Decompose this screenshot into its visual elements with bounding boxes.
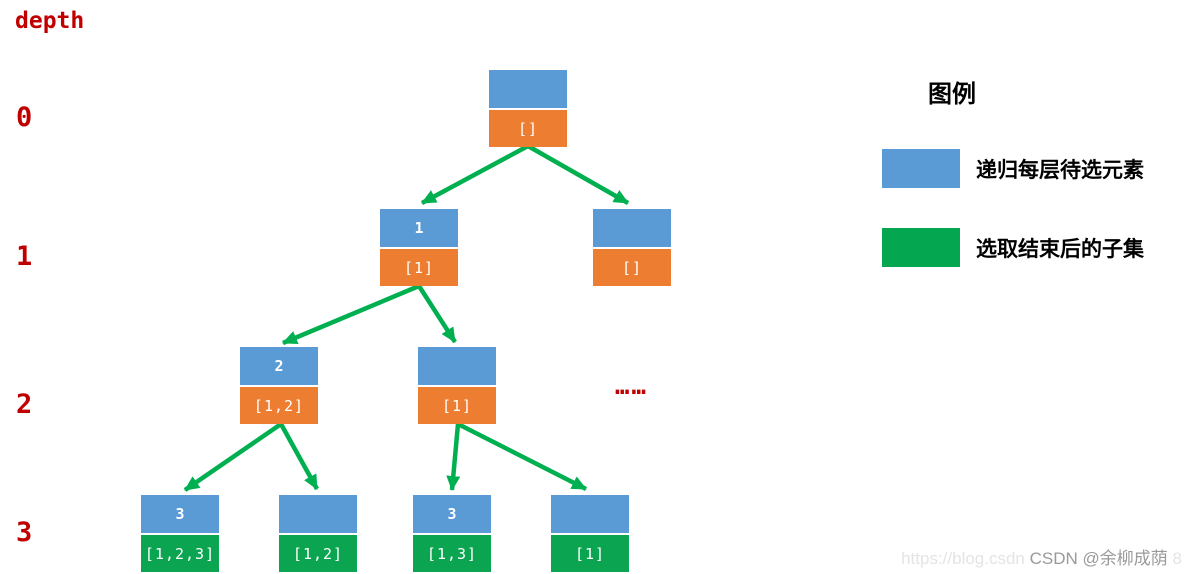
tree-node-d1-left: 1 [1] xyxy=(380,209,458,286)
subset-box: [1] xyxy=(380,249,458,286)
depth-label-3: 3 xyxy=(16,517,33,548)
tree-node-d1-right: [] xyxy=(593,209,671,286)
watermark: https://blog.csdn CSDN @余柳成荫 8 xyxy=(901,544,1182,569)
legend-item-label: 选取结束后的子集 xyxy=(976,237,1144,261)
legend: 图例 递归每层待选元素 选取结束后的子集 xyxy=(882,74,1182,267)
subset-box: [1,2,3] xyxy=(141,535,219,572)
edge-d2-left-to-d3-a xyxy=(183,422,283,492)
subset-box: [1,2] xyxy=(279,535,357,572)
watermark-url: https://blog.csdn xyxy=(901,549,1025,568)
candidate-box xyxy=(593,209,671,247)
depth-axis-title: depth xyxy=(15,8,85,34)
legend-item-subset: 选取结束后的子集 xyxy=(882,228,1182,267)
edge-d1-left-to-d2-left xyxy=(282,283,420,346)
candidate-label: 3 xyxy=(175,505,185,523)
candidate-box: 3 xyxy=(141,495,219,533)
subset-box: [1] xyxy=(551,535,629,572)
edge-d2-left-to-d3-b xyxy=(279,422,319,491)
subset-label: [1,2,3] xyxy=(144,544,216,563)
depth-label-2: 2 xyxy=(16,389,33,420)
depth-label-1: 1 xyxy=(16,241,33,272)
tree-node-d3-c: 3 [1,3] xyxy=(413,495,491,572)
candidate-label: 1 xyxy=(414,219,424,237)
subset-label: [1] xyxy=(441,396,473,415)
candidate-swatch xyxy=(882,149,960,188)
subset-label: [1] xyxy=(574,544,606,563)
candidate-box xyxy=(489,70,567,108)
tree-node-d3-a: 3 [1,2,3] xyxy=(141,495,219,572)
candidate-box xyxy=(279,495,357,533)
subset-box: [1,3] xyxy=(413,535,491,572)
subset-label: [1] xyxy=(403,258,435,277)
candidate-label: 3 xyxy=(447,505,457,523)
continuation-ellipsis: …… xyxy=(615,372,648,400)
legend-title: 图例 xyxy=(928,81,976,108)
edge-d2-right-to-d3-d xyxy=(456,421,588,492)
edge-root-to-d1-right xyxy=(526,144,630,205)
tree-node-d2-right: [1] xyxy=(418,347,496,424)
legend-item-label: 递归每层待选元素 xyxy=(976,158,1144,182)
subset-label: [1,3] xyxy=(426,544,478,563)
subset-box: [] xyxy=(489,110,567,147)
tree-node-d3-d: [1] xyxy=(551,495,629,572)
candidate-box: 3 xyxy=(413,495,491,533)
legend-item-candidate: 递归每层待选元素 xyxy=(882,149,1182,188)
subset-box: [1,2] xyxy=(240,387,318,424)
candidate-box: 1 xyxy=(380,209,458,247)
watermark-trailing: 8 xyxy=(1172,549,1182,568)
depth-label-0: 0 xyxy=(16,102,33,133)
tree-node-d2-left: 2 [1,2] xyxy=(240,347,318,424)
candidate-label: 2 xyxy=(274,357,284,375)
subset-box: [] xyxy=(593,249,671,286)
subset-label: [] xyxy=(621,258,643,277)
edge-d2-right-to-d3-c xyxy=(446,423,461,491)
subset-box: [1] xyxy=(418,387,496,424)
subset-label: [1,2] xyxy=(253,396,305,415)
candidate-box: 2 xyxy=(240,347,318,385)
watermark-handle: CSDN @余柳成荫 xyxy=(1029,549,1168,568)
candidate-box xyxy=(551,495,629,533)
tree-node-root: [] xyxy=(489,70,567,147)
subset-swatch xyxy=(882,228,960,267)
candidate-box xyxy=(418,347,496,385)
subset-label: [1,2] xyxy=(292,544,344,563)
edge-d1-left-to-d2-right xyxy=(417,284,457,344)
subset-label: [] xyxy=(517,119,539,138)
edge-root-to-d1-left xyxy=(420,144,530,205)
tree-node-d3-b: [1,2] xyxy=(279,495,357,572)
